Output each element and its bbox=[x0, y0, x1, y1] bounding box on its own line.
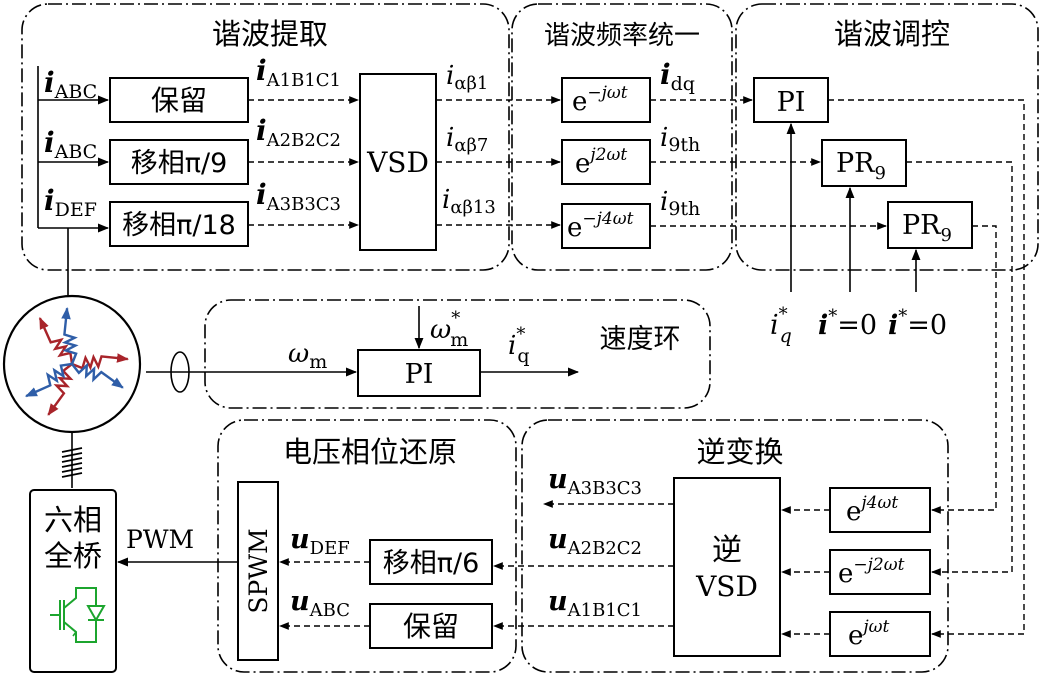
block-exp-neg-j4wt bbox=[561, 203, 651, 249]
block-pr9-1 bbox=[821, 139, 907, 187]
label-wm-ref: ω*m bbox=[430, 308, 468, 351]
label-wm: ωm bbox=[288, 339, 327, 373]
block-pr9-1-label: PR9 bbox=[836, 148, 886, 184]
label-iref-2: i*=0 bbox=[888, 306, 947, 341]
block-keep-1-label: 保留 bbox=[151, 84, 207, 117]
block-speed-pi-label: PI bbox=[405, 359, 434, 390]
block-spwm bbox=[237, 481, 279, 661]
route-pr9-2-output bbox=[931, 225, 997, 514]
group-harmonic-extraction bbox=[21, 3, 510, 271]
route-pi-output bbox=[828, 99, 1025, 638]
group-title-extract: 谐波提取 bbox=[212, 17, 328, 51]
block-shift-pi6-label: 移相π/6 bbox=[383, 548, 480, 579]
winding-phase-5 bbox=[71, 362, 124, 389]
winding-phase-6 bbox=[25, 362, 73, 398]
winding-phase-2 bbox=[71, 353, 129, 371]
block-inverse-vsd-label-2: VSD bbox=[695, 570, 758, 603]
block-shift-pi6 bbox=[369, 539, 493, 585]
label-i-9th-2: i9th bbox=[660, 187, 700, 220]
igbt-icon bbox=[50, 587, 106, 643]
block-shift-pi18 bbox=[109, 201, 249, 247]
group-title-phase: 电压相位还原 bbox=[283, 435, 457, 469]
block-six-phase-bridge bbox=[29, 489, 117, 673]
group-speed-loop bbox=[204, 299, 711, 409]
block-inv-exp-jwt-label: ejωt bbox=[848, 617, 890, 651]
block-inverse-vsd-label-1: 逆 bbox=[712, 533, 742, 568]
label-i-ab13: iαβ13 bbox=[442, 185, 496, 218]
block-vsd-label: VSD bbox=[366, 146, 429, 179]
block-shift-pi9-label: 移相π/9 bbox=[131, 148, 228, 179]
block-inv-exp-j4wt-label: ej4ωt bbox=[846, 493, 898, 527]
block-keep-2-label: 保留 bbox=[403, 610, 459, 643]
block-pi-current-label: PI bbox=[777, 87, 806, 118]
block-shift-pi9 bbox=[109, 139, 249, 185]
block-speed-pi bbox=[357, 349, 481, 397]
block-keep-2 bbox=[369, 603, 493, 649]
group-frequency-unify bbox=[511, 3, 733, 271]
group-title-control: 谐波调控 bbox=[834, 17, 950, 51]
group-title-inverse: 逆变换 bbox=[696, 435, 783, 469]
label-i-abc-2: iABC bbox=[44, 126, 97, 163]
label-i-dq: idq bbox=[660, 58, 695, 95]
six-phase-motor bbox=[2, 294, 142, 434]
label-i-ab1: iαβ1 bbox=[446, 61, 488, 94]
block-pi-current bbox=[753, 77, 829, 123]
multi-phase-bus-mark bbox=[61, 447, 83, 478]
block-exp-neg-jwt bbox=[561, 77, 651, 123]
block-exp-j2wt bbox=[561, 139, 651, 185]
block-inv-exp-neg-j2wt-label: e−j2ωt bbox=[838, 555, 905, 589]
label-u-abc: uABC bbox=[290, 586, 350, 621]
label-pwm: PWM bbox=[126, 525, 194, 554]
bridge-label-1: 六相 bbox=[44, 503, 102, 537]
block-inv-exp-jwt bbox=[829, 611, 931, 657]
label-i-ab7: iαβ7 bbox=[446, 123, 488, 156]
block-exp-neg-jwt-label: e−jωt bbox=[572, 83, 628, 117]
label-u-a2b2c2: uA2B2C2 bbox=[548, 524, 642, 559]
label-u-a3b3c3: uA3B3C3 bbox=[548, 464, 642, 499]
bridge-label-2: 全桥 bbox=[44, 539, 102, 573]
block-pr9-2 bbox=[887, 201, 973, 249]
winding-phase-1 bbox=[38, 317, 74, 365]
block-inv-exp-neg-j2wt bbox=[829, 549, 931, 595]
winding-phase-4 bbox=[61, 307, 79, 365]
block-exp-neg-j4wt-label: e−j4ωt bbox=[567, 209, 634, 243]
label-u-a1b1c1: uA1B1C1 bbox=[548, 586, 642, 621]
winding-phase-3 bbox=[47, 363, 74, 416]
label-i-abc-1: iABC bbox=[44, 66, 97, 103]
group-inverse-transform bbox=[521, 419, 949, 673]
label-i-9th-1: i9th bbox=[660, 123, 700, 156]
label-iq-ref: i*q bbox=[770, 304, 792, 347]
label-iref-1: i*=0 bbox=[818, 306, 877, 341]
label-i-def: iDEF bbox=[44, 184, 97, 221]
block-shift-pi18-label: 移相π/18 bbox=[122, 210, 236, 241]
group-title-speed: 速度环 bbox=[600, 324, 681, 355]
label-i-a3b3c3: iA3B3C3 bbox=[256, 178, 341, 215]
group-harmonic-control bbox=[735, 3, 1039, 271]
group-voltage-phase-restore bbox=[217, 419, 517, 673]
label-i-a1b1c1: iA1B1C1 bbox=[256, 54, 341, 91]
label-iq-ref-out: i*q bbox=[508, 324, 530, 367]
block-pr9-2-label: PR9 bbox=[902, 210, 952, 246]
route-pr9-1-output bbox=[906, 161, 1013, 576]
block-exp-j2wt-label: ej2ωt bbox=[575, 145, 627, 179]
label-u-def: uDEF bbox=[290, 524, 350, 559]
label-i-a2b2c2: iA2B2C2 bbox=[256, 114, 341, 151]
group-title-freq: 谐波频率统一 bbox=[544, 21, 700, 51]
speed-sensor-ring bbox=[170, 351, 190, 393]
block-spwm-label: SPWM bbox=[244, 528, 273, 613]
block-inverse-vsd bbox=[673, 477, 781, 657]
